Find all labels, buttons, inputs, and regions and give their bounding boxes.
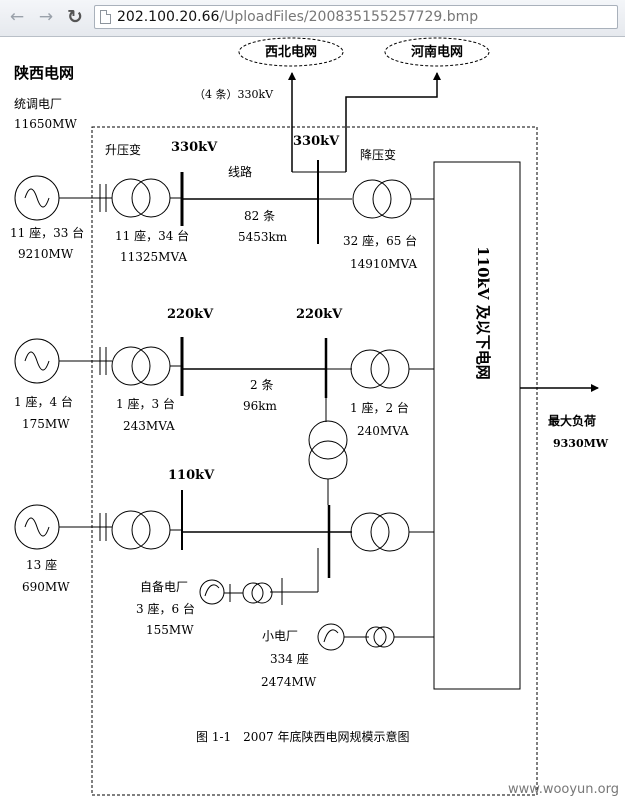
small-plant-capacity: 2474MW	[261, 675, 317, 689]
kv330-right-label: 330kV	[293, 134, 340, 149]
max-load-value: 9330MW	[553, 437, 609, 450]
gen3-count: 13 座	[26, 557, 57, 572]
arrow-left-icon[interactable]: ←	[9, 7, 25, 27]
gen1-capacity: 9210MW	[18, 247, 74, 261]
gen2-capacity: 175MW	[22, 417, 70, 431]
tx2-count: 1 座，3 台	[116, 396, 175, 411]
step-up-label: 升压变	[105, 142, 141, 157]
small-plant-generator	[317, 623, 345, 651]
tx-down2-capacity: 240MVA	[357, 424, 409, 438]
grid-110kv-label: 110kV 及以下电网	[474, 246, 492, 380]
northwest-grid-node	[238, 37, 344, 67]
step-up-transformer-2	[111, 346, 151, 386]
self-plant-capacity: 155MW	[146, 623, 194, 637]
step-up-transformer-3	[111, 510, 151, 550]
gen1-count: 11 座，33 台	[10, 225, 84, 240]
tie-transformer-lower	[308, 440, 348, 480]
line-label: 线路	[228, 164, 252, 179]
url-text[interactable]: 202.100.20.66/UploadFiles/20083515525772…	[117, 9, 478, 25]
diagram-title: 陕西电网	[14, 64, 74, 82]
tie-transformer-upper	[308, 420, 348, 460]
northwest-grid-label: 西北电网	[265, 44, 317, 60]
address-bar[interactable]: 202.100.20.66/UploadFiles/20083515525772…	[94, 5, 618, 29]
self-plant-name: 自备电厂	[140, 580, 188, 594]
kv220-right-label: 220kV	[296, 307, 343, 322]
self-plant-transformer	[242, 582, 264, 604]
gen3-capacity: 690MW	[22, 580, 70, 594]
grid-110kv-block	[433, 161, 521, 690]
tie-line-henan	[345, 72, 441, 172]
browser-toolbar: ← → ↻ 202.100.20.66/UploadFiles/20083515…	[0, 0, 625, 37]
reload-icon[interactable]: ↻	[67, 6, 83, 28]
kv330-left-label: 330kV	[171, 140, 218, 155]
tx1-capacity: 11325MVA	[120, 250, 187, 264]
step-down-transformer-3	[350, 512, 390, 552]
max-load-label: 最大负荷	[548, 413, 596, 428]
system-boundary	[91, 126, 538, 796]
line220-count: 2 条	[250, 378, 273, 392]
line330-length: 5453km	[238, 230, 288, 244]
step-down-label: 降压变	[360, 147, 396, 162]
henan-grid-node	[384, 37, 490, 67]
plant-capacity: 11650MW	[14, 117, 77, 131]
small-plant-transformer	[365, 626, 387, 648]
line220-length: 96km	[243, 399, 278, 413]
step-down-transformer-1	[352, 179, 392, 219]
gen2-count: 1 座，4 台	[14, 394, 73, 409]
tie-line-label: （4 条）330kV	[194, 87, 274, 101]
line330-count: 82 条	[244, 209, 275, 223]
kv220-left-label: 220kV	[167, 307, 214, 322]
self-plant-count: 3 座，6 台	[136, 601, 195, 616]
watermark: www.wooyun.org	[508, 782, 619, 797]
henan-grid-label: 河南电网	[411, 44, 463, 60]
self-plant-generator	[199, 579, 225, 605]
arrow-right-icon[interactable]: →	[38, 7, 54, 27]
plant-label: 统调电厂	[14, 97, 62, 111]
small-plant-count: 334 座	[270, 651, 309, 666]
small-plant-name: 小电厂	[262, 629, 298, 643]
kv110-label: 110kV	[168, 468, 215, 483]
url-path: /UploadFiles/200835155257729.bmp	[219, 9, 479, 25]
tx-down2-count: 1 座，2 台	[350, 400, 409, 415]
figure-caption: 图 1-1 2007 年底陕西电网规模示意图	[196, 729, 410, 744]
tx-down1-count: 32 座，65 台	[343, 233, 417, 248]
step-down-transformer-2	[350, 349, 390, 389]
step-up-transformer-1	[111, 178, 151, 218]
tx1-count: 11 座，34 台	[115, 228, 189, 243]
page-icon	[100, 10, 111, 24]
tx-down1-capacity: 14910MVA	[350, 257, 417, 271]
grid-diagram: 西北电网 河南电网 陕西电网 统调电厂 11650MW （4 条）330kV 升…	[10, 37, 619, 797]
tx2-capacity: 243MVA	[123, 419, 175, 433]
url-host: 202.100.20.66	[117, 9, 220, 25]
